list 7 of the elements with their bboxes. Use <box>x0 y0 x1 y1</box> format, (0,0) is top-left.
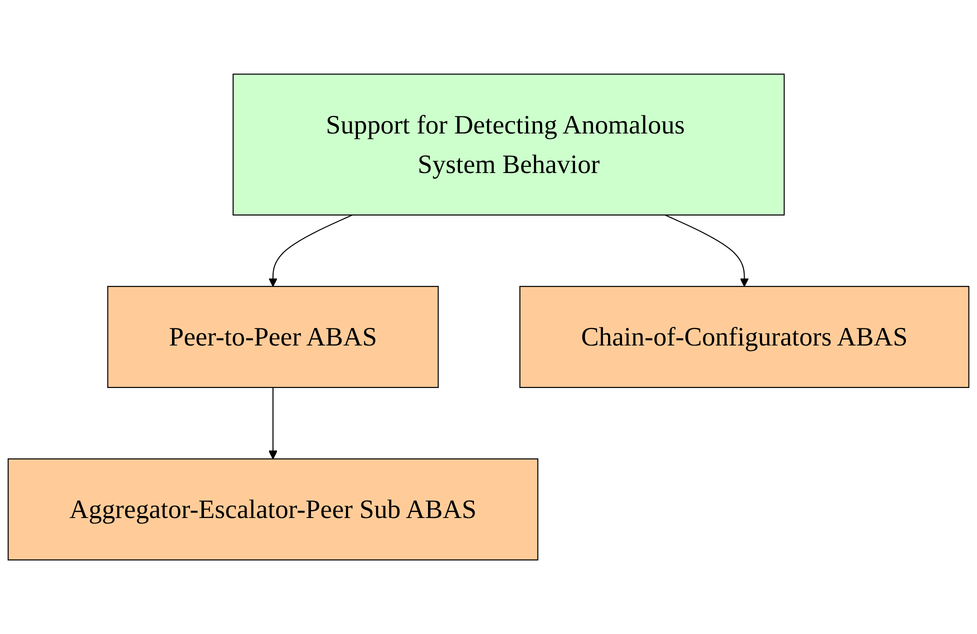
arrow <box>268 214 353 287</box>
node-box: Support for Detecting Anomalous System Behavior <box>232 74 785 216</box>
arrow <box>664 214 749 287</box>
arrow <box>268 387 278 460</box>
node-box: Peer-to-Peer ABAS <box>107 286 439 388</box>
node-box: Aggregator-Escalator-Peer Sub ABAS <box>8 458 538 560</box>
node-box: Chain-of-Configurators ABAS <box>519 286 970 388</box>
